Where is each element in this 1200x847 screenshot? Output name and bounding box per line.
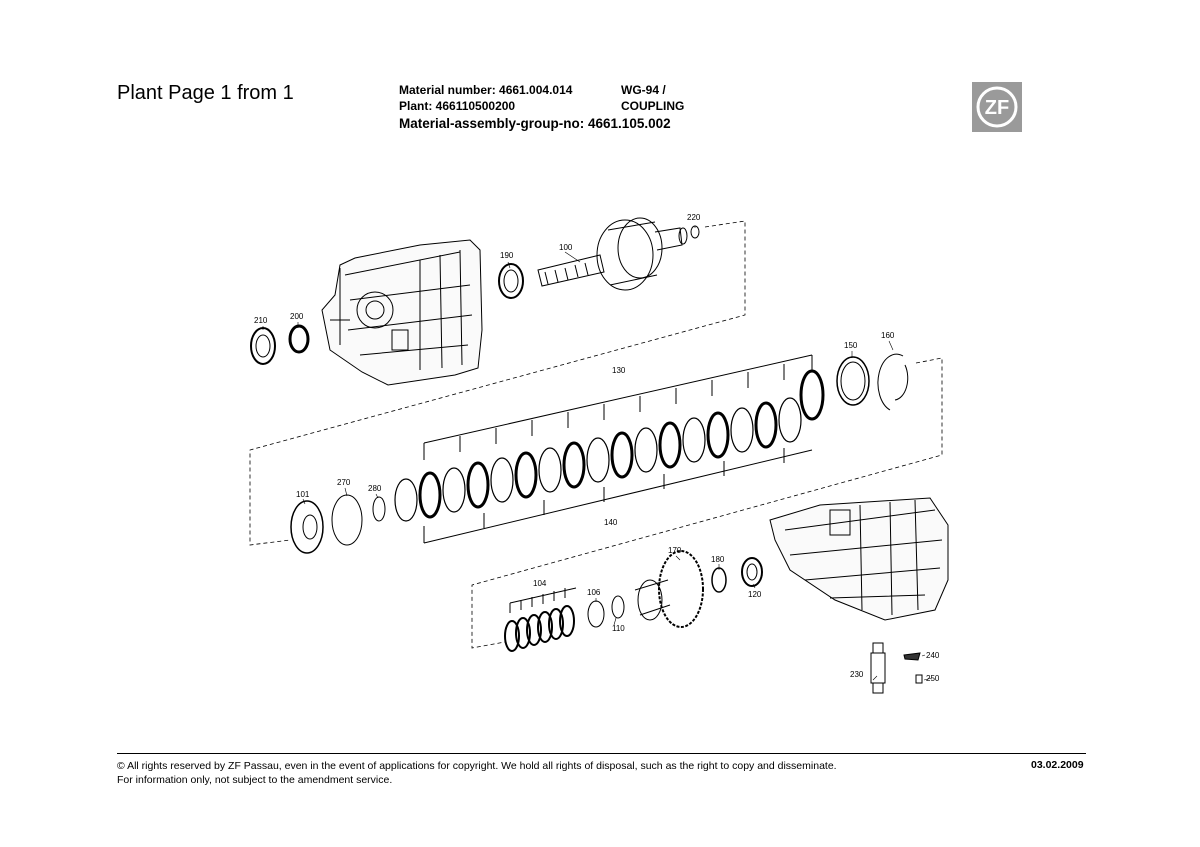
part-label-280: 280	[368, 484, 382, 493]
part-label-100: 100	[559, 243, 573, 252]
part-label-160: 160	[881, 331, 895, 340]
copyright-notice: © All rights reserved by ZF Passau, even…	[117, 760, 837, 772]
model-code: WG-94 /	[621, 83, 666, 97]
housing-left-drawing	[321, 239, 483, 386]
leader-lines	[262, 226, 933, 681]
plant-number: Plant: 466110500200	[399, 99, 516, 113]
part-label-180: 180	[711, 555, 725, 564]
part-label-250: 250	[926, 674, 940, 683]
footer-notes: © All rights reserved by ZF Passau, even…	[117, 759, 837, 787]
footer-divider	[117, 753, 1086, 754]
part-label-220: 220	[687, 213, 701, 222]
part-label-150: 150	[844, 341, 858, 350]
part-label-120: 120	[748, 590, 762, 599]
document-date: 03.02.2009	[1031, 759, 1084, 771]
part-label-230: 230	[850, 670, 864, 679]
part-label-101: 101	[296, 490, 310, 499]
part-label-170: 170	[668, 546, 682, 555]
zf-logo-mark: ZF	[976, 86, 1018, 128]
part-label-130: 130	[612, 366, 626, 375]
part-label-104: 104	[533, 579, 547, 588]
housing-right-drawing	[769, 497, 949, 621]
zf-logo-text: ZF	[985, 97, 1009, 119]
part-label-240: 240	[926, 651, 940, 660]
part-label-110: 110	[612, 624, 625, 633]
valve-230-drawing	[870, 642, 923, 694]
part-label-106: 106	[587, 588, 601, 597]
shaft-100-drawing	[537, 217, 688, 291]
material-number: Material number: 4661.004.014	[399, 83, 573, 97]
reference-lines	[249, 220, 943, 649]
part-label-210: 210	[254, 316, 268, 325]
part-label-140: 140	[604, 518, 618, 527]
assembly-group-number: Material-assembly-group-no: 4661.105.002	[399, 116, 671, 131]
lower-parts-drawing	[504, 550, 763, 652]
part-description: COUPLING	[621, 99, 685, 113]
plant-page-title: Plant Page 1 from 1	[117, 82, 294, 104]
zf-logo: ZF	[972, 82, 1022, 132]
information-notice: For information only, not subject to the…	[117, 774, 393, 786]
clutch-disc-pack-drawing	[394, 354, 825, 544]
part-label-200: 200	[290, 312, 304, 321]
part-label-270: 270	[337, 478, 351, 487]
part-label-190: 190	[500, 251, 514, 260]
